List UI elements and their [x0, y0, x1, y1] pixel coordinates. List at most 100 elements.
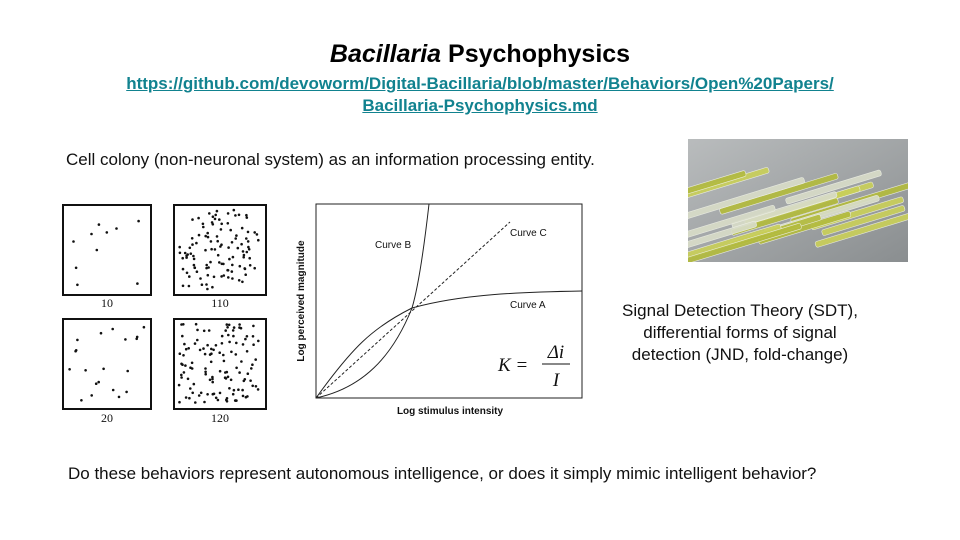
stimulus-dot [226, 375, 230, 379]
stimulus-dot [193, 266, 196, 270]
stimulus-dot [238, 326, 241, 329]
stimulus-dot [232, 208, 236, 212]
stimulus-dot [190, 237, 194, 240]
stimulus-dot [222, 359, 226, 363]
stimulus-dot [242, 253, 246, 257]
curve-a-label: Curve A [510, 300, 546, 311]
stimulus-dot [182, 323, 185, 326]
stimulus-dot [235, 366, 238, 370]
stimulus-dot [232, 388, 236, 392]
stimulus-dot [187, 347, 190, 350]
dot-panel-label-120: 120 [211, 411, 229, 425]
stimulus-dot [186, 377, 190, 381]
stimulus-dot [74, 349, 78, 352]
stimulus-dot [200, 283, 204, 286]
stimulus-dot [243, 267, 246, 270]
github-link-line2[interactable]: Bacillaria-Psychophysics.md [362, 96, 598, 115]
stimulus-dot [195, 241, 198, 245]
stimulus-dot [208, 353, 212, 356]
stimulus-dot [105, 231, 109, 234]
stimulus-dot [211, 377, 214, 381]
stimulus-dot [216, 239, 219, 243]
stimulus-dot [215, 209, 219, 213]
stimulus-dot [247, 245, 250, 249]
stimulus-dot [204, 372, 207, 376]
stimulus-dot [80, 399, 83, 402]
stimulus-dot [190, 361, 194, 365]
diatom-cells [688, 167, 908, 262]
diatom-cell [785, 169, 882, 205]
stimulus-dot [242, 379, 246, 383]
diatom-cell [688, 220, 757, 258]
stimulus-dot [180, 376, 183, 379]
stimulus-dot [182, 354, 185, 357]
diatom-cell [688, 170, 747, 202]
stimulus-dot [240, 242, 243, 246]
graph-x-label: Log stimulus intensity [397, 406, 504, 417]
github-link-line1[interactable]: https://github.com/devoworm/Digital-Baci… [126, 74, 834, 93]
stimulus-dot [219, 228, 223, 231]
stimulus-dot [183, 251, 187, 255]
stimulus-dot [249, 379, 252, 382]
curve-c-label: Curve C [510, 228, 547, 239]
curve-b-line [315, 203, 430, 399]
dot-panel-10 [62, 204, 152, 296]
stimulus-dot [181, 284, 185, 288]
stimulus-dot [117, 395, 121, 399]
stimulus-dot [135, 337, 138, 341]
curve-b-label: Curve B [375, 240, 411, 251]
stimulus-dot [235, 399, 238, 402]
stimulus-dot [136, 282, 139, 285]
stimulus-dot [224, 329, 227, 332]
stimulus-dot [218, 369, 222, 373]
stimulus-dot [208, 378, 212, 382]
stimulus-dot [207, 329, 211, 332]
stimulus-dot [111, 327, 114, 331]
formula-numerator: Δi [547, 342, 564, 363]
stimulus-dot [211, 285, 214, 289]
stimulus-dot [254, 385, 258, 388]
stimulus-dot [209, 260, 212, 264]
stimulus-dot [222, 353, 225, 357]
stimulus-dot [177, 383, 181, 387]
stimulus-dot [205, 283, 208, 286]
stimulus-dot [224, 371, 227, 374]
stimulus-dot [72, 240, 75, 243]
stimulus-dot [192, 257, 196, 261]
stimulus-dot [76, 338, 79, 342]
stimulus-dot [232, 326, 236, 329]
stimulus-dot [251, 384, 254, 388]
stimulus-dot [230, 241, 234, 244]
title-rest: Psychophysics [441, 40, 631, 68]
stimulus-dot [238, 371, 241, 374]
stimulus-dot [211, 380, 214, 384]
diatom-cell [688, 177, 805, 220]
stimulus-dot [192, 382, 196, 386]
stimulus-dot [204, 370, 207, 374]
stimulus-dot [204, 234, 207, 238]
stimulus-dot [216, 253, 220, 257]
dot-panel-20 [62, 318, 152, 410]
stimulus-dot [230, 350, 233, 354]
stimulus-dot [213, 217, 217, 221]
stimulus-dot [215, 235, 219, 238]
question-text: Do these behaviors represent autonomous … [68, 464, 817, 483]
stimulus-dot [115, 227, 118, 230]
stimulus-dot [181, 267, 185, 271]
stimulus-dot [232, 334, 235, 338]
stimulus-dot [90, 232, 93, 236]
slide-title: Bacillaria Psychophysics [0, 40, 960, 69]
stimulus-dot [194, 401, 197, 404]
stimulus-dot [199, 277, 202, 280]
stimulus-dot [204, 248, 207, 252]
stimulus-dot [202, 225, 205, 229]
stimulus-dot [234, 237, 237, 240]
stimulus-dot [247, 248, 251, 251]
diatom-cell [688, 204, 776, 244]
stimulus-dot [237, 213, 241, 217]
stimulus-dot [99, 331, 103, 335]
stimulus-dot [226, 268, 229, 272]
sdt-line-1: Signal Detection Theory (SDT), [622, 301, 858, 320]
stimulus-dot [206, 235, 210, 239]
stimulus-dot [228, 340, 231, 344]
